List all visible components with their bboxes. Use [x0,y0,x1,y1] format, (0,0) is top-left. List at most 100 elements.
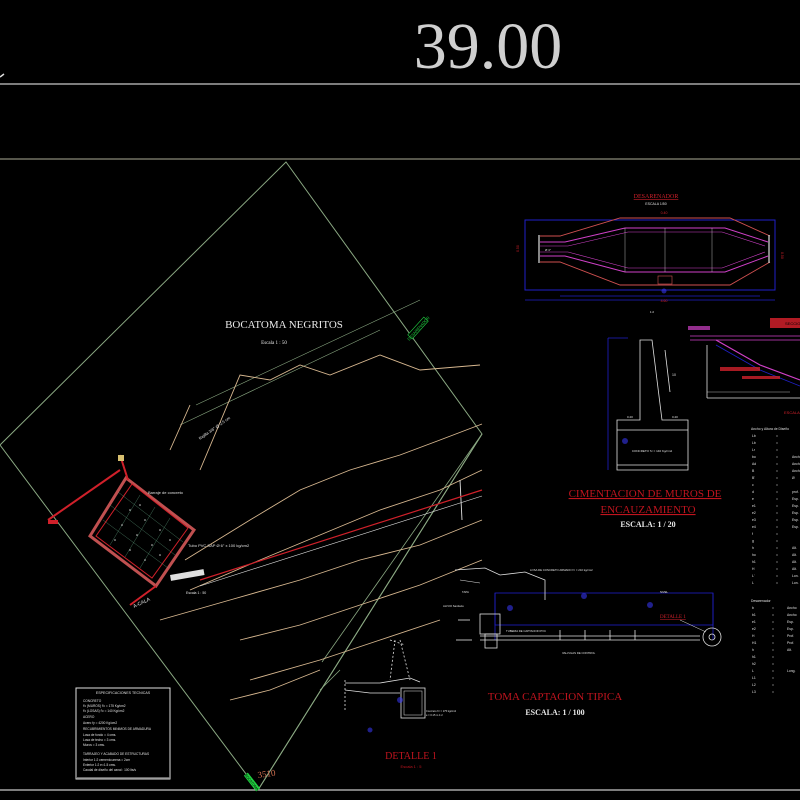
corner-tick-icon [0,73,5,78]
svg-text:=: = [772,662,774,666]
svg-text:Alt.: Alt. [792,560,797,564]
desarenador-dim-left: 0.50 [516,245,520,252]
svg-text:Ancho: Ancho [787,606,797,610]
svg-text:H1: H1 [752,641,756,645]
svg-text:=: = [776,448,778,452]
svg-text:=: = [776,539,778,543]
plan-annotation: Tubo PVC SAP Ø 6" x 100 kg/cm2 [188,543,250,548]
svg-text:Alt.: Alt. [792,567,797,571]
desarenador-title: DESARENADOR [634,194,679,200]
svg-text:B': B' [752,476,755,480]
svg-text:b: b [752,606,754,610]
spec-line: f'c (LOSAS) f'c = 140 Kg/cm2 [83,709,125,713]
svg-text:f: f [752,532,753,536]
canal-conduction [199,489,483,587]
toma-captacion-section [454,567,722,649]
svg-text:H: H [752,634,755,638]
desarenador-dim-bottom: 4.60 [661,299,668,303]
toma-label: NIVEL [660,590,669,594]
svg-text:=: = [776,476,778,480]
svg-text:h2: h2 [752,662,756,666]
svg-text:e1: e1 [752,504,756,508]
svg-text:Esp.: Esp. [792,525,799,529]
svg-text:Lr: Lr [752,448,756,452]
detalle-1-drawing [319,639,426,719]
toma-label: ALIVIO Sanitario [443,604,464,608]
concrete-label: CONCRETO f'c = 140 Kg/cm2 [632,449,673,453]
specs-lines: CONCRETO f'c (MUROS) f'c = 175 Kg/cm2 f'… [83,699,152,772]
wall-slope-label: 10 [672,373,676,377]
svg-text:=: = [776,434,778,438]
svg-text:Ancho: Ancho [787,613,797,617]
svg-text:Esp.: Esp. [787,620,794,624]
svg-text:=: = [772,690,774,694]
bocatoma-structure: Barraje de concreto Tubo PVC SAP Ø 6" x … [47,415,250,610]
svg-text:Ancho: Ancho [792,462,800,466]
svg-text:=: = [772,648,774,652]
svg-text:bo: bo [752,455,756,459]
svg-text:h: h [752,648,754,652]
svg-text:=: = [772,683,774,687]
svg-text:e4: e4 [752,525,756,529]
svg-text:e2: e2 [752,511,756,515]
svg-text:e1: e1 [752,620,756,624]
svg-text:=: = [776,490,778,494]
svg-text:=: = [776,567,778,571]
plan-view-frame [0,161,483,791]
svg-text:=: = [776,525,778,529]
plan-annotation: Barraje de concreto [148,490,184,495]
svg-text:c: c [752,483,754,487]
plan-view-scale: Escala 1 : 50 [261,341,287,346]
svg-text:=: = [776,441,778,445]
svg-text:H: H [752,567,755,571]
legend-header: Ancho y Altura de Diseño [751,427,789,431]
svg-text:Esp.: Esp. [792,497,799,501]
legend-header: Desarenador [751,599,771,603]
spec-line: ACERO [83,715,95,719]
cimentacion-wall-section [607,337,689,471]
desarenador-plan [524,217,776,301]
spec-line: RECUBRIMIENTOS MINIMOS DE ARMADURA [83,727,152,731]
svg-text:=: = [776,560,778,564]
elevation-header-value: 39.00 [414,10,563,83]
svg-text:Lon.: Lon. [792,581,799,585]
spec-line: Interior 1:2 cemento:arena = 2cm [83,758,130,762]
specs-box [75,687,171,780]
right-section-title: SECCION [785,321,800,326]
svg-text:h: h [752,546,754,550]
plan-annotation: A-CALA [132,596,152,609]
svg-text:Long.: Long. [787,669,796,673]
svg-text:=: = [776,532,778,536]
svg-text:L: L [752,669,754,673]
svg-text:=: = [772,606,774,610]
svg-text:Esp.: Esp. [792,518,799,522]
toma-label: VALVULAS DE CONTROL [562,651,596,655]
detalle-note: Concreto f'c = 175 kg/cm2 [426,709,457,713]
svg-text:L2: L2 [752,683,756,687]
elevation-label-3510: 3510 [257,768,277,780]
marker-icon [118,455,124,461]
svg-text:DESARENADOR: DESARENADOR [406,315,430,341]
svg-text:=: = [772,641,774,645]
spec-line: Muros = 3 cms. [83,743,105,747]
svg-text:=: = [776,504,778,508]
svg-text:=: = [776,574,778,578]
legend-rows-2: b=Ancho b1=Ancho e1=Esp. e2=Esp. H=Prof.… [752,606,797,694]
svg-text:=: = [776,462,778,466]
green-tag-desarenador: DESARENADOR [406,315,430,341]
svg-text:Esp.: Esp. [792,511,799,515]
spec-line: Exterior 1:2 e=1.5 cms. [83,763,116,767]
spec-line: Losa de fondo = 4 cms. [83,733,116,737]
svg-text:e: e [752,497,754,501]
detalle-1-scale: Escala 1 : 5 [401,764,423,769]
detail-1-callout-tag: DETALLE 1 [660,615,686,620]
svg-text:=: = [776,511,778,515]
svg-text:Esp.: Esp. [792,504,799,508]
detalle-1-title: DETALLE 1 [385,751,437,762]
svg-text:L': L' [752,574,755,578]
svg-text:Ø: Ø [792,476,795,480]
desarenador-dim-top: 0.40 [661,211,668,215]
svg-text:Lon.: Lon. [792,574,799,578]
spec-line: Acero fy = 4200 Kg/cm2 [83,721,117,725]
